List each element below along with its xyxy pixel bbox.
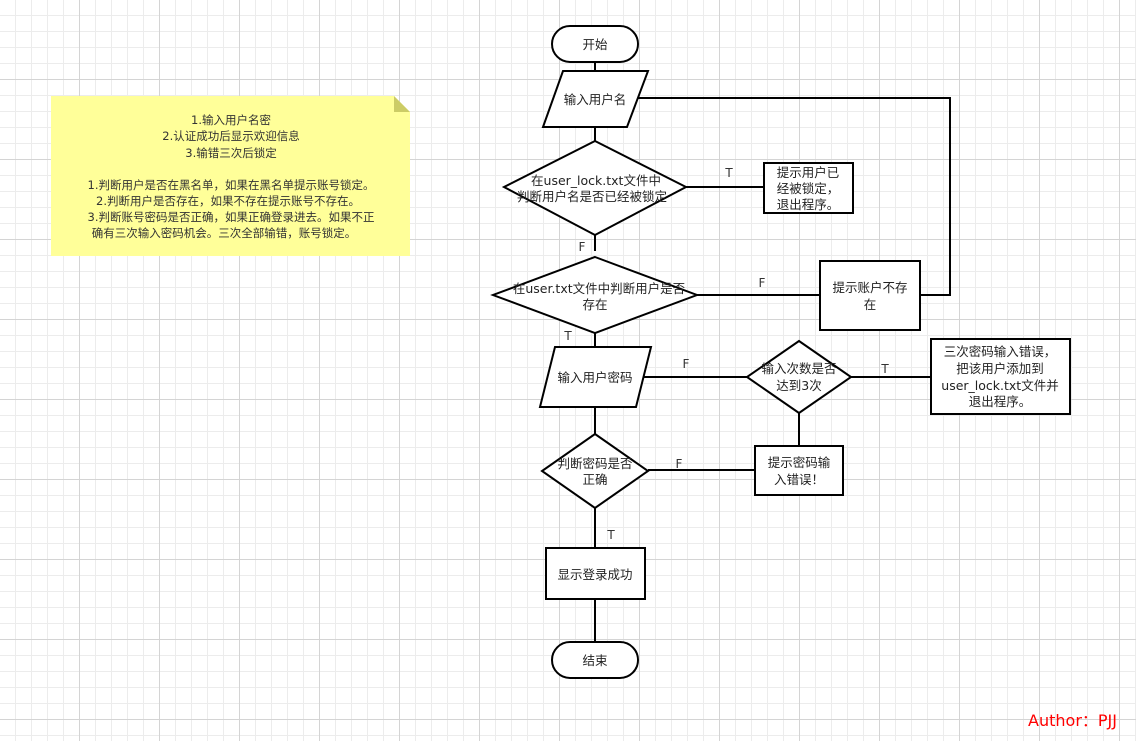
svg-text:提示用户已: 提示用户已 — [777, 165, 840, 180]
svg-text:输入次数是否: 输入次数是否 — [761, 361, 836, 376]
edge-not-exist-loop — [638, 97, 951, 296]
edge-label-exists-false: F — [759, 276, 766, 290]
not-exist-message-node: 提示账户不存 在 — [819, 260, 921, 331]
note-line: 1.输入用户名密 — [191, 113, 271, 127]
edge-label-password-true: T — [606, 528, 615, 542]
edge-label-locked-false: F — [579, 240, 586, 254]
svg-text:在user_lock.txt文件中: 在user_lock.txt文件中 — [531, 173, 661, 188]
svg-text:退出程序。: 退出程序。 — [777, 197, 840, 212]
connectors — [594, 62, 951, 642]
check-locked-decision: 在user_lock.txt文件中 判断用户名是否已经被锁定 — [501, 139, 689, 237]
svg-text:存在: 存在 — [582, 297, 607, 312]
note-line: 2.判断用户是否存在，如果不存在提示账号不存在。 — [96, 194, 360, 208]
svg-text:提示密码输: 提示密码输 — [768, 455, 831, 470]
svg-text:把该用户添加到: 把该用户添加到 — [956, 361, 1044, 376]
svg-text:判断密码是否: 判断密码是否 — [557, 456, 632, 471]
end-node: 结束 — [551, 641, 639, 679]
svg-text:达到3次: 达到3次 — [776, 378, 821, 393]
note-line: 3.输错三次后锁定 — [185, 146, 277, 160]
svg-text:经被锁定，: 经被锁定， — [777, 181, 840, 196]
start-node: 开始 — [551, 25, 639, 63]
svg-text:开始: 开始 — [582, 37, 608, 52]
check-exists-decision: 在user.txt文件中判断用户是否 存在 — [490, 255, 700, 335]
edge-label-exists-true: T — [563, 329, 572, 343]
check-password-decision: 判断密码是否 正确 — [540, 432, 650, 510]
login-success-node: 显示登录成功 — [545, 547, 646, 600]
note-line: 确有三次输入密码机会。三次全部输错，账号锁定。 — [92, 226, 357, 240]
requirements-note: 1.输入用户名密 2.认证成功后显示欢迎信息 3.输错三次后锁定 1.判断用户是… — [51, 96, 410, 256]
edge-label-attempts-false: F — [683, 357, 690, 371]
note-line: 3.判断账号密码是否正确，如果正确登录进去。如果不正 — [88, 210, 375, 224]
edge-labels: T F F T F T F T — [563, 166, 889, 542]
edge-label-attempts-true: T — [880, 362, 889, 376]
svg-text:正确: 正确 — [582, 472, 607, 487]
svg-text:退出程序。: 退出程序。 — [969, 394, 1032, 409]
svg-text:输入用户密码: 输入用户密码 — [557, 370, 632, 385]
svg-text:在user.txt文件中判断用户是否: 在user.txt文件中判断用户是否 — [513, 281, 685, 296]
svg-text:判断用户名是否已经被锁定: 判断用户名是否已经被锁定 — [517, 189, 667, 204]
note-line: 2.认证成功后显示欢迎信息 — [162, 129, 299, 143]
svg-text:在: 在 — [864, 297, 877, 312]
wrong-password-message-node: 提示密码输 入错误！ — [754, 445, 844, 496]
lock-account-message-node: 三次密码输入错误， 把该用户添加到 user_lock.txt文件并 退出程序。 — [930, 338, 1071, 415]
svg-text:输入用户名: 输入用户名 — [564, 92, 627, 107]
edge-label-password-false: F — [676, 457, 683, 471]
svg-text:user_lock.txt文件并: user_lock.txt文件并 — [941, 378, 1058, 393]
svg-text:三次密码输入错误，: 三次密码输入错误， — [944, 344, 1057, 359]
edge-label-locked-true: T — [724, 166, 733, 180]
check-attempts-decision: 输入次数是否 达到3次 — [745, 339, 853, 415]
svg-text:入错误！: 入错误！ — [774, 472, 824, 487]
note-line: 1.判断用户是否在黑名单，如果在黑名单提示账号锁定。 — [88, 178, 375, 192]
svg-text:结束: 结束 — [582, 653, 608, 668]
locked-message-node: 提示用户已 经被锁定， 退出程序。 — [763, 162, 854, 214]
svg-text:显示登录成功: 显示登录成功 — [557, 567, 632, 582]
input-username-node: 输入用户名 — [541, 70, 650, 128]
author-credit: Author：PJJ — [1028, 711, 1117, 730]
input-password-node: 输入用户密码 — [538, 346, 653, 408]
svg-text:提示账户不存: 提示账户不存 — [832, 280, 907, 295]
